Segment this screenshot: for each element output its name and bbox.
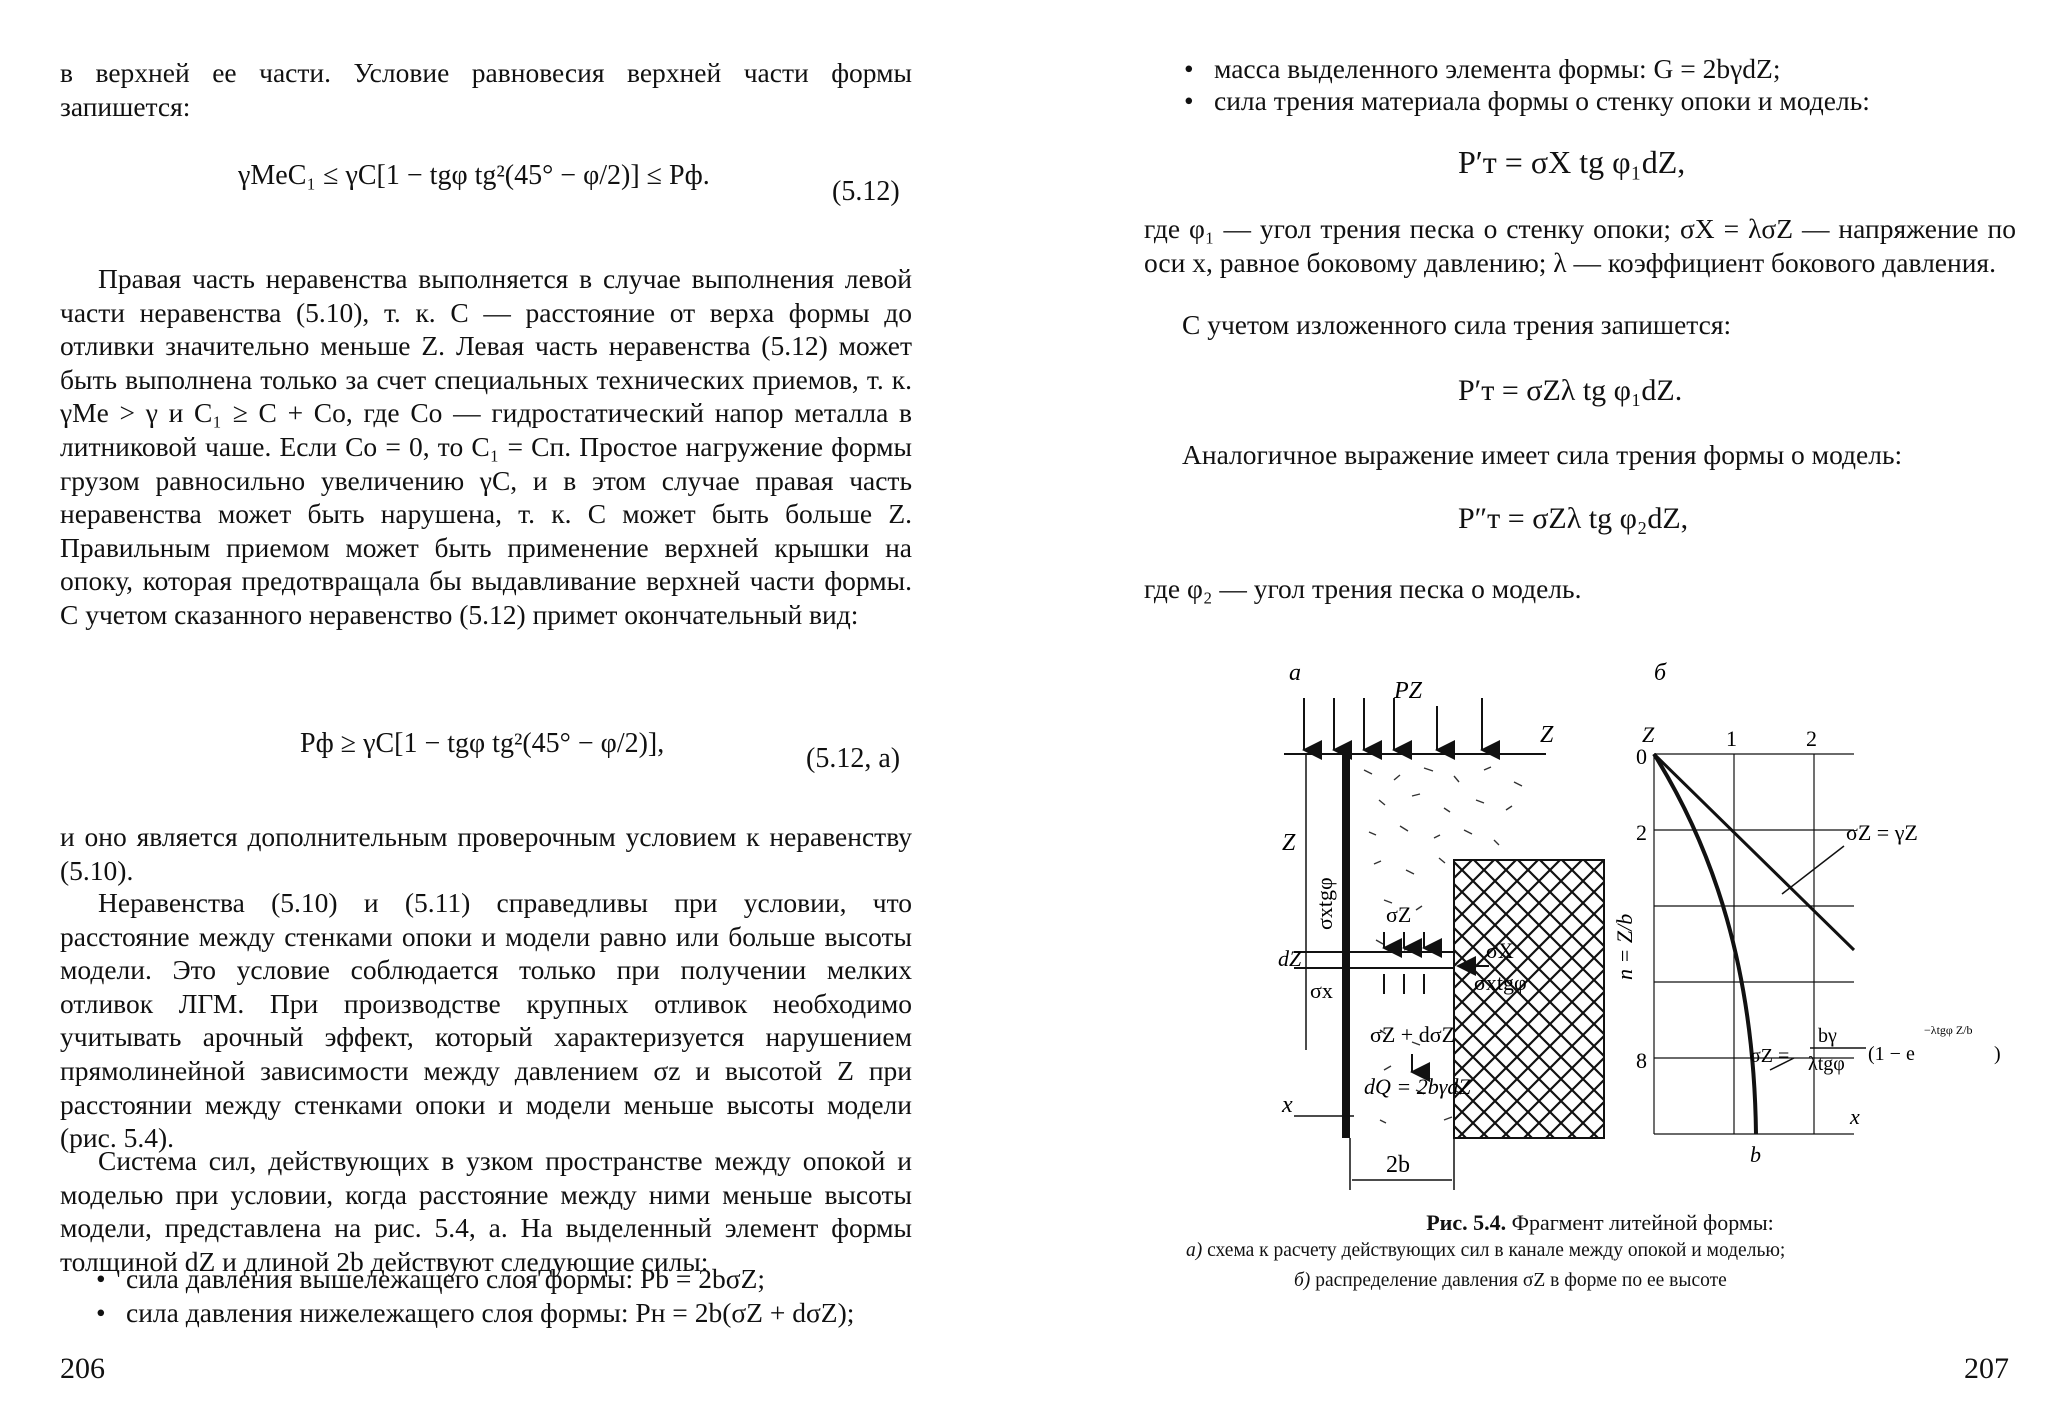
figure-caption-line-b: б) распределение давления σZ в форме по … — [1294, 1270, 1727, 1292]
width-2b-label: 2b — [1386, 1152, 1410, 1178]
equation-5-12: γMeC₁ ≤ γC[1 − tgφ tg²(45° − φ/2)] ≤ Pф. — [238, 160, 710, 192]
x-tick-1: 1 — [1726, 726, 1737, 751]
figure-5-4: а PZ Z Z σxtgφ — [1278, 660, 2001, 1190]
caption-letter-b: б) — [1294, 1270, 1311, 1291]
diagram-a: а PZ Z Z σxtgφ — [1278, 660, 1605, 1190]
curve-frac-num: bγ — [1818, 1025, 1837, 1047]
bullet-icon: • — [1184, 53, 1194, 84]
b-label: b — [1750, 1142, 1761, 1167]
caption-figure-number: Рис. 5.4. — [1426, 1210, 1507, 1235]
label-b: б — [1654, 660, 1667, 686]
z-top-label: Z — [1540, 722, 1554, 748]
paragraph: Аналогичное выражение имеет сила трения … — [1182, 439, 1903, 470]
axis-z-label: Z — [1642, 722, 1655, 747]
caption-figure-title: Фрагмент литейной формы: — [1511, 1210, 1774, 1235]
pz-label: PZ — [1393, 678, 1423, 704]
caption-letter-a: а) — [1186, 1240, 1203, 1261]
right-page: • масса выделенного элемента формы: G = 2… — [1024, 0, 2048, 1428]
caption-text-a: схема к расчету действующих сил в канале… — [1207, 1240, 1786, 1261]
linear-pressure-line — [1652, 752, 1856, 952]
arch-pressure-curve — [1652, 752, 1758, 1135]
equation-5-12a: Pф ≥ γC[1 − tgφ tg²(45° − φ/2)], — [300, 728, 664, 760]
paragraph: С учетом изложенного сила трения запишет… — [1182, 309, 1732, 340]
paragraph: Правая часть неравенства выполняется в с… — [60, 263, 912, 630]
dq-label: dQ = 2bγdZ — [1364, 1074, 1471, 1099]
linear-line-label: σZ = γZ — [1846, 820, 1918, 845]
x-label-a: x — [1281, 1092, 1293, 1118]
equation-number: (5.12) — [832, 176, 900, 207]
flask-wall — [1342, 754, 1350, 1138]
curve-frac-den: λtgφ — [1808, 1053, 1845, 1075]
load-arrows — [1302, 698, 1500, 760]
diagram-b: б Z 1 2 0 2 8 n = Z/b — [1612, 660, 2001, 1167]
paragraph: Неравенства (5.10) и (5.11) справедливы … — [60, 887, 912, 1154]
y-tick-2: 2 — [1636, 820, 1647, 845]
list-item-text: сила давления нижележащего слоя формы: P… — [126, 1297, 855, 1328]
bullet-icon: • — [96, 1263, 106, 1294]
dz-label: dZ — [1278, 946, 1302, 971]
list-item: • сила давления вышележащего слоя формы: … — [96, 1262, 765, 1296]
list-item: • масса выделенного элемента формы: G = 2… — [1184, 52, 1781, 86]
curve-label-left: σZ = — [1750, 1045, 1789, 1067]
sigma-X-right-label: σX — [1486, 938, 1514, 963]
equation-text: Pф ≥ γC[1 − tgφ tg²(45° − φ/2)], — [300, 728, 665, 759]
x-tick-2: 2 — [1806, 726, 1817, 751]
bullet-icon: • — [1184, 85, 1194, 116]
x-label-b: x — [1849, 1104, 1860, 1129]
sigma-z-label: σZ — [1386, 902, 1411, 927]
sand-texture — [1363, 766, 1523, 1124]
page-number: 207 — [1964, 1352, 2009, 1385]
caption-text-b: распределение давления σZ в форме по ее … — [1315, 1270, 1727, 1291]
curve-close-paren: ) — [1994, 1043, 2001, 1065]
equation: P′т = σX tg φ₁dZ, — [1458, 144, 1686, 180]
paragraph: и оно является дополнительным проверочны… — [60, 821, 912, 886]
paragraph: где φ₂ — угол трения песка о модель. — [1144, 573, 1582, 604]
list-item: • сила давления нижележащего слоя формы: … — [96, 1296, 854, 1330]
list-item-text: сила трения материала формы о стенку опо… — [1214, 85, 1870, 116]
y-axis-label: n = Z/b — [1612, 914, 1637, 980]
sigma-x-left-label: σx — [1310, 978, 1333, 1003]
sigma-x-tgphi-vertical: σxtgφ — [1312, 877, 1337, 930]
model-block — [1453, 859, 1605, 1139]
figure-caption-line-a: а) схема к расчету действующих сил в кан… — [1186, 1240, 1785, 1262]
equation-text: γMeC₁ ≤ γC[1 − tgφ tg²(45° − φ/2)] ≤ Pф. — [238, 160, 710, 191]
paragraph: Система сил, действующих в узком простра… — [60, 1145, 912, 1277]
bullet-icon: • — [96, 1297, 106, 1328]
equation-number: (5.12, a) — [806, 743, 901, 774]
list-item-text: масса выделенного элемента формы: G = 2b… — [1214, 53, 1781, 84]
list-item: • сила трения материала формы о стенку оп… — [1184, 84, 1870, 118]
curve-tail: (1 − e — [1868, 1043, 1915, 1065]
z-side-label: Z — [1282, 830, 1296, 856]
paragraph: где φ₁ — угол трения песка о стенку опок… — [1144, 213, 2016, 278]
y-tick-0: 0 — [1636, 744, 1647, 769]
equation: P′т = σZλ tg φ₁dZ. — [1458, 374, 1683, 407]
curve-exponent: −λtgφ Z/b — [1924, 1023, 1973, 1037]
sigma-x-tgphi-right-label: σxtgφ — [1474, 970, 1527, 995]
label-a: а — [1289, 660, 1301, 686]
paragraph: в верхней ее части. Условие равновесия в… — [60, 57, 912, 122]
sigma-z-plus-label: σZ + dσZ — [1370, 1022, 1455, 1047]
equation: P″т = σZλ tg φ₂dZ, — [1458, 502, 1689, 535]
left-page: в верхней ее части. Условие равновесия в… — [60, 57, 912, 1385]
list-item-text: сила давления вышележащего слоя формы: P… — [126, 1263, 766, 1294]
y-tick-8: 8 — [1636, 1048, 1647, 1073]
page-number: 206 — [60, 1352, 105, 1385]
figure-caption-title: Рис. 5.4. Фрагмент литейной формы: — [1220, 1210, 1980, 1236]
